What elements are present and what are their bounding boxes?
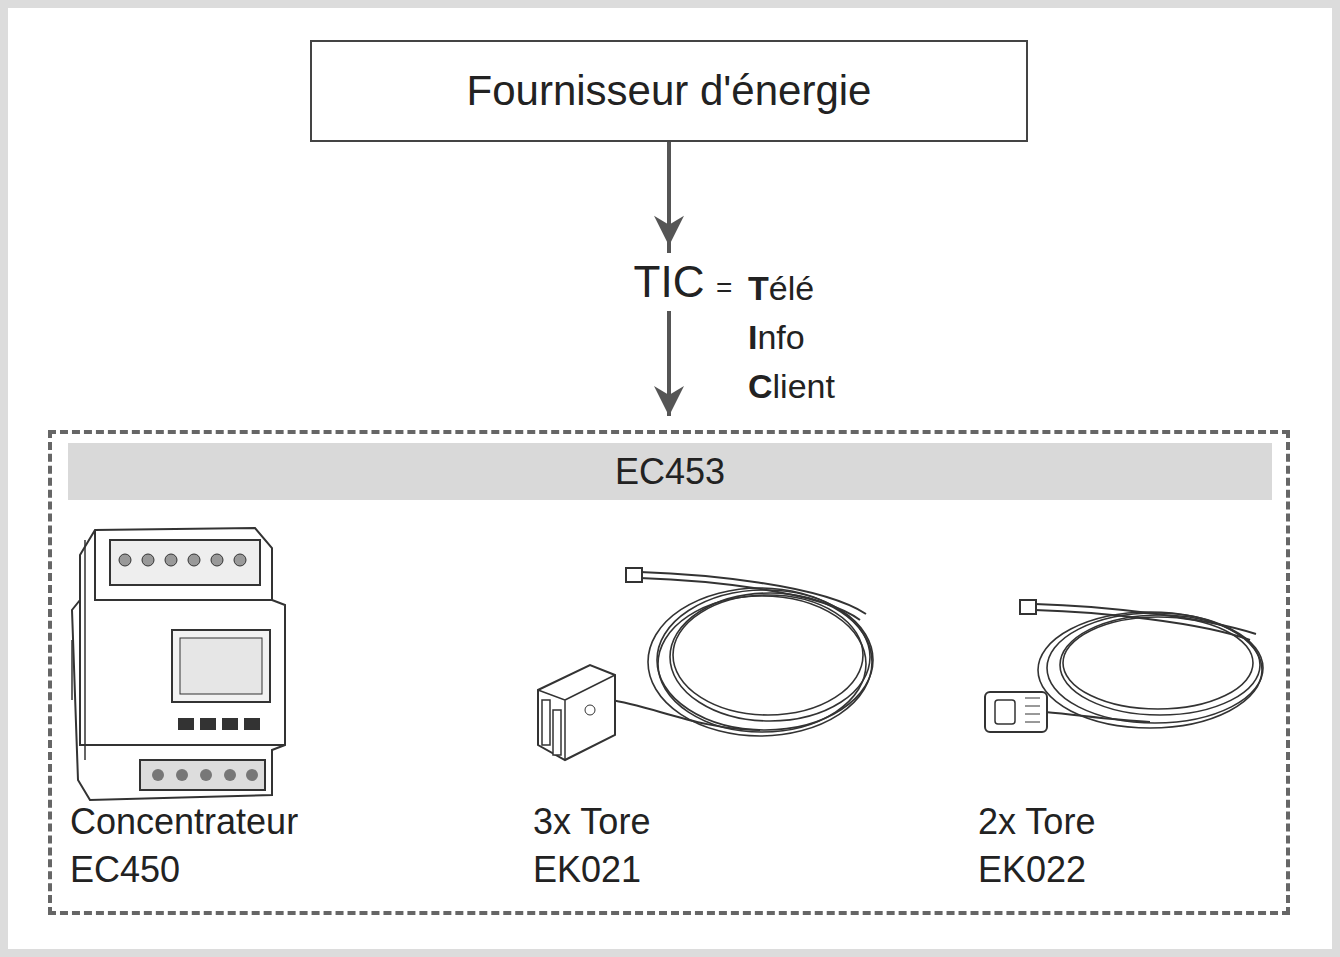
- product-caption: 2x Tore EK022: [978, 798, 1178, 894]
- product-caption: Concentrateur EC450: [70, 798, 340, 894]
- page-frame: [4, 4, 1336, 953]
- acronym-word: Info: [748, 315, 888, 359]
- product-caption: 3x Tore EK021: [533, 798, 733, 894]
- signal-name: TIC: [632, 253, 707, 311]
- concentrator-drawing: [72, 528, 285, 800]
- kit-group: EC453: [48, 430, 1290, 915]
- acronym-word: Télé: [748, 266, 888, 310]
- acronym-word: Client: [748, 364, 888, 408]
- node-text: EC453: [68, 443, 1272, 500]
- node-text: Fournisseur d'énergie: [447, 67, 892, 115]
- tore-ek022-drawing: [985, 600, 1263, 732]
- supplier-box: Fournisseur d'énergie: [310, 40, 1028, 142]
- equals-sign: =: [716, 266, 742, 310]
- tore-ek021-drawing: [538, 568, 873, 760]
